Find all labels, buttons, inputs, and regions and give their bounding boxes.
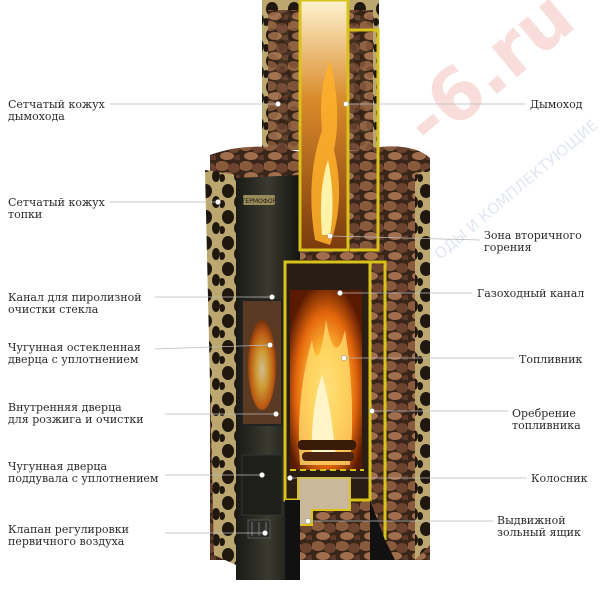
label-flue-channel: Газоходный канал (477, 287, 585, 300)
leader-dot (262, 530, 268, 536)
chimney-pipe-graphic (298, 0, 380, 252)
label-glass-door: Чугунная остекленная дверца с уплотнение… (8, 341, 141, 366)
leader-dot (267, 342, 273, 348)
leader-line (154, 344, 271, 350)
stove-badge-plate (243, 195, 275, 205)
leader-line (329, 235, 481, 241)
watermark-text: -6.ru (387, 0, 590, 163)
firebox-mesh-casing-graphic (205, 168, 430, 565)
fuel-chamber-graphic (283, 260, 395, 580)
label-chimney: Дымоход (530, 98, 583, 111)
leader-lines (110, 101, 527, 536)
leader-dot (259, 472, 265, 478)
label-ash-door: Чугунная дверца поддувала с уплотнением (8, 460, 159, 485)
label-chimney-mesh-casing: Сетчатый кожух дымохода (8, 98, 105, 123)
ash-door-graphic (241, 454, 283, 516)
label-fuel-chamber: Топливник (519, 353, 583, 366)
leader-dot (305, 518, 311, 524)
label-ash-drawer: Выдвижной зольный ящик (497, 514, 581, 539)
leader-dot (327, 233, 333, 239)
label-fuel-chamber-fins: Оребрение топливника (512, 407, 581, 432)
leader-dot (269, 294, 275, 300)
stove-badge-text: TEPMOФOP (241, 198, 277, 205)
leader-dot (273, 411, 279, 417)
leader-dot (287, 475, 293, 481)
leader-dot (215, 199, 221, 205)
label-pyrolysis-channel: Канал для пиролизной очистки стекла (8, 291, 142, 316)
leader-dot (343, 101, 349, 107)
label-firebox-mesh-casing: Сетчатый кожух топки (8, 196, 105, 221)
leader-dot (369, 408, 375, 414)
label-secondary-burn-zone: Зона вторичного горения (484, 229, 582, 254)
leader-dot (275, 101, 281, 107)
leader-dot (337, 290, 343, 296)
label-air-valve: Клапан регулировки первичного воздуха (8, 523, 129, 548)
label-grate: Колосник (531, 472, 588, 485)
label-inner-door: Внутренняя дверца для розжига и очистки (8, 401, 144, 426)
leader-dot (341, 355, 347, 361)
